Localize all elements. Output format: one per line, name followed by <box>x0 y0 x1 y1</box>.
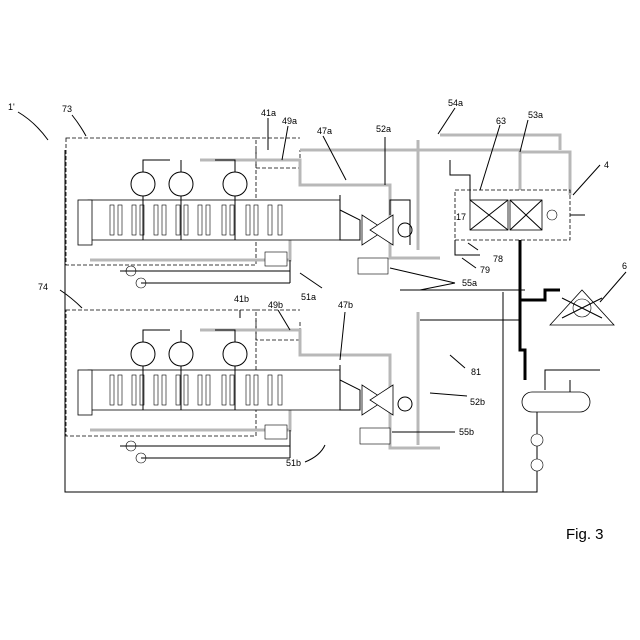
drum-a1 <box>131 172 155 196</box>
valve-box-55b <box>360 428 390 444</box>
label-74: 74 <box>38 282 48 292</box>
label-49a: 49a <box>282 116 297 126</box>
leader-73 <box>72 115 86 136</box>
stack-a <box>78 200 92 245</box>
leader-6 <box>600 272 626 302</box>
hot-water-tank <box>522 380 590 492</box>
plant-unit-b <box>66 310 440 463</box>
label-63: 63 <box>496 116 506 126</box>
drum-b1 <box>131 342 155 366</box>
hrsg-b <box>88 370 340 410</box>
label-17: 17 <box>456 212 466 222</box>
gt-a-piping <box>340 195 410 245</box>
transition-a <box>340 210 360 240</box>
label-47b: 47b <box>338 300 353 310</box>
leader-49b <box>278 310 290 330</box>
label-55b: 55b <box>459 427 474 437</box>
leader-51b <box>305 445 325 462</box>
label-52a: 52a <box>376 124 391 134</box>
grey-return-b <box>90 410 290 430</box>
leader-47a <box>323 136 346 180</box>
label-52b: 52b <box>470 397 485 407</box>
transition-b <box>340 380 360 410</box>
label-41b: 41b <box>234 294 249 304</box>
label-4: 4 <box>604 160 609 170</box>
fan-4 <box>547 210 557 220</box>
cooling-tower-6 <box>545 290 614 390</box>
main-steam-header <box>520 240 560 380</box>
feedwater-b <box>120 430 290 458</box>
turbine-a <box>370 215 393 245</box>
plant-a-boundary-ext <box>256 138 300 168</box>
plant-b-boundary-ext <box>256 310 300 340</box>
leader-54a <box>438 108 455 134</box>
grey-piping-a2 <box>390 140 440 258</box>
valve-box-b <box>265 425 287 439</box>
label-47a: 47a <box>317 126 332 136</box>
leader-78 <box>468 243 478 250</box>
label-73: 73 <box>62 104 72 114</box>
leader-1prime <box>18 112 48 140</box>
valve-box-55a <box>358 258 388 274</box>
label-78: 78 <box>493 254 503 264</box>
generator-b <box>398 397 412 411</box>
label-79: 79 <box>480 265 490 275</box>
drum-a3 <box>223 172 247 196</box>
label-49b: 49b <box>268 300 283 310</box>
grey-return-a <box>90 240 290 260</box>
stack-b <box>78 370 92 415</box>
label-54a: 54a <box>448 98 463 108</box>
cooling-tower-pipe <box>545 370 600 390</box>
label-51b: 51b <box>286 458 301 468</box>
leader-52b <box>430 393 467 396</box>
leader-79 <box>462 258 476 268</box>
label-53a: 53a <box>528 110 543 120</box>
leader-55a <box>390 268 455 290</box>
hrsg-a <box>88 200 340 240</box>
label-81: 81 <box>471 367 481 377</box>
leader-4 <box>573 165 600 195</box>
feedwater-a <box>120 260 290 283</box>
leader-74 <box>60 290 82 308</box>
label-41a: 41a <box>261 108 276 118</box>
label-6: 6 <box>622 261 627 271</box>
drum-b3 <box>223 342 247 366</box>
leader-81 <box>450 355 465 368</box>
turbine-b <box>370 385 393 415</box>
leader-49a <box>282 126 288 160</box>
pump-c1 <box>531 434 543 446</box>
leader-51a <box>300 273 322 288</box>
pump-c2 <box>531 459 543 471</box>
figure-caption: Fig. 3 <box>566 526 604 543</box>
label-1prime: 1' <box>8 102 15 112</box>
label-55a: 55a <box>462 278 477 288</box>
tank-body <box>522 392 590 412</box>
label-51a: 51a <box>301 292 316 302</box>
drum-a2 <box>169 172 193 196</box>
drum-b2 <box>169 342 193 366</box>
leader-47b <box>340 312 345 360</box>
valve-box-a <box>265 252 287 266</box>
drain-a <box>450 160 470 200</box>
